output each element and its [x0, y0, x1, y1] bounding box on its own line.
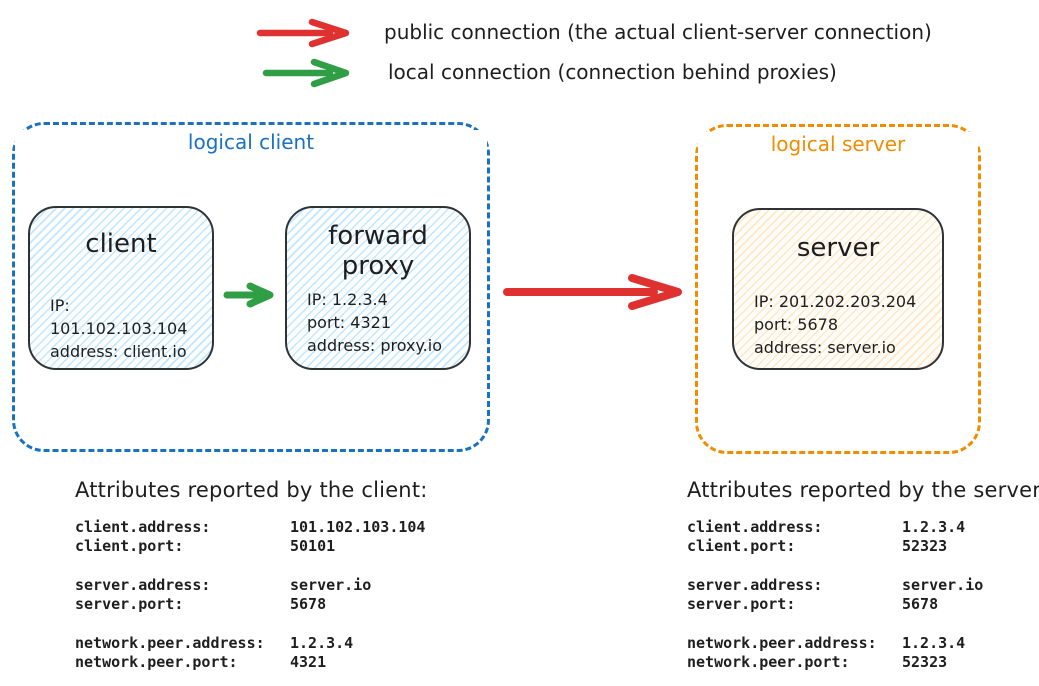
server-attr-group-network-peer: network.peer.address: 1.2.3.4 network.pe… — [687, 634, 1039, 672]
attr-value: 52323 — [902, 653, 948, 671]
attr-label: client.port: — [75, 537, 184, 555]
proxy-port: port: 4321 — [307, 312, 391, 332]
attr-value: 101.102.103.104 — [290, 518, 426, 536]
logical-client-group: logical client — [12, 122, 490, 452]
attr-label: network.peer.port: — [687, 653, 850, 671]
proxy-ip: IP: 1.2.3.4 — [307, 289, 388, 309]
client-attr-group-client: client.address: 101.102.103.104 client.p… — [75, 518, 495, 556]
attr-value: server.io — [290, 576, 372, 594]
forward-proxy-node: forward proxy IP: 1.2.3.4 port: 4321 add… — [285, 206, 471, 370]
server-node: server IP: 201.202.203.204 port: 5678 ad… — [732, 208, 944, 370]
attr-row: server.address: server.io — [75, 576, 495, 595]
attr-value: 1.2.3.4 — [290, 634, 354, 652]
client-attributes-block: Attributes reported by the client: clien… — [75, 478, 495, 686]
logical-server-group: logical server — [695, 124, 981, 454]
attr-row: server.port: 5678 — [75, 595, 495, 614]
attr-label: client.address: — [687, 518, 823, 536]
client-attr-group-network-peer: network.peer.address: 1.2.3.4 network.pe… — [75, 634, 495, 672]
attr-label: network.peer.address: — [75, 634, 265, 652]
attr-label: network.peer.port: — [75, 653, 238, 671]
server-attributes-block: Attributes reported by the server: clien… — [687, 478, 1039, 686]
attr-row: client.address: 101.102.103.104 — [75, 518, 495, 537]
attr-label: client.address: — [75, 518, 211, 536]
attr-row: client.port: 52323 — [687, 537, 1039, 556]
local-connection-legend-label: local connection (connection behind prox… — [388, 60, 837, 84]
attr-value: 50101 — [290, 537, 336, 555]
client-ip: IP: 101.102.103.104 — [50, 295, 188, 339]
attr-value: 1.2.3.4 — [902, 518, 966, 536]
local-connection-diagram-arrow-icon — [223, 282, 276, 308]
attr-row: network.peer.port: 4321 — [75, 653, 495, 672]
attr-label: client.port: — [687, 537, 796, 555]
attr-label: server.port: — [75, 595, 184, 613]
attr-row: network.peer.address: 1.2.3.4 — [687, 634, 1039, 653]
server-address: address: server.io — [754, 338, 896, 358]
server-attr-group-client: client.address: 1.2.3.4 client.port: 523… — [687, 518, 1039, 556]
forward-proxy-node-title: forward proxy — [328, 221, 428, 281]
server-port: port: 5678 — [754, 315, 838, 335]
public-connection-arrow-icon — [256, 18, 354, 48]
server-attr-group-server: server.address: server.io server.port: 5… — [687, 576, 1039, 614]
local-connection-arrow-icon — [262, 58, 354, 88]
attr-row: network.peer.port: 52323 — [687, 653, 1039, 672]
public-connection-legend-label: public connection (the actual client-ser… — [384, 20, 932, 44]
client-node-details: IP: 101.102.103.104 address: client.io — [50, 294, 192, 364]
attr-value: 5678 — [902, 595, 939, 613]
server-attributes-heading: Attributes reported by the server: — [687, 478, 1039, 502]
logical-client-label: logical client — [15, 130, 487, 154]
client-address: address: client.io — [50, 342, 187, 362]
attr-label: server.address: — [75, 576, 211, 594]
attr-row: network.peer.address: 1.2.3.4 — [75, 634, 495, 653]
attr-value: 5678 — [290, 595, 327, 613]
attr-label: server.address: — [687, 576, 823, 594]
server-node-details: IP: 201.202.203.204 port: 5678 address: … — [754, 290, 922, 360]
attr-value: 4321 — [290, 653, 327, 671]
attr-row: server.address: server.io — [687, 576, 1039, 595]
client-attributes-heading: Attributes reported by the client: — [75, 478, 428, 502]
attr-value: server.io — [902, 576, 984, 594]
client-node: client IP: 101.102.103.104 address: clie… — [28, 206, 214, 370]
server-node-title: server — [796, 233, 880, 263]
logical-server-label: logical server — [698, 132, 978, 156]
attr-value: 52323 — [902, 537, 948, 555]
attr-row: client.address: 1.2.3.4 — [687, 518, 1039, 537]
client-attr-group-server: server.address: server.io server.port: 5… — [75, 576, 495, 614]
attr-label: network.peer.address: — [687, 634, 877, 652]
attr-row: client.port: 50101 — [75, 537, 495, 556]
client-node-title: client — [85, 229, 157, 259]
attr-value: 1.2.3.4 — [902, 634, 966, 652]
proxy-address: address: proxy.io — [307, 336, 442, 356]
attr-row: server.port: 5678 — [687, 595, 1039, 614]
server-ip: IP: 201.202.203.204 — [754, 291, 917, 311]
forward-proxy-node-details: IP: 1.2.3.4 port: 4321 address: proxy.io — [307, 288, 449, 358]
public-connection-diagram-arrow-icon — [502, 273, 686, 311]
attr-label: server.port: — [687, 595, 796, 613]
